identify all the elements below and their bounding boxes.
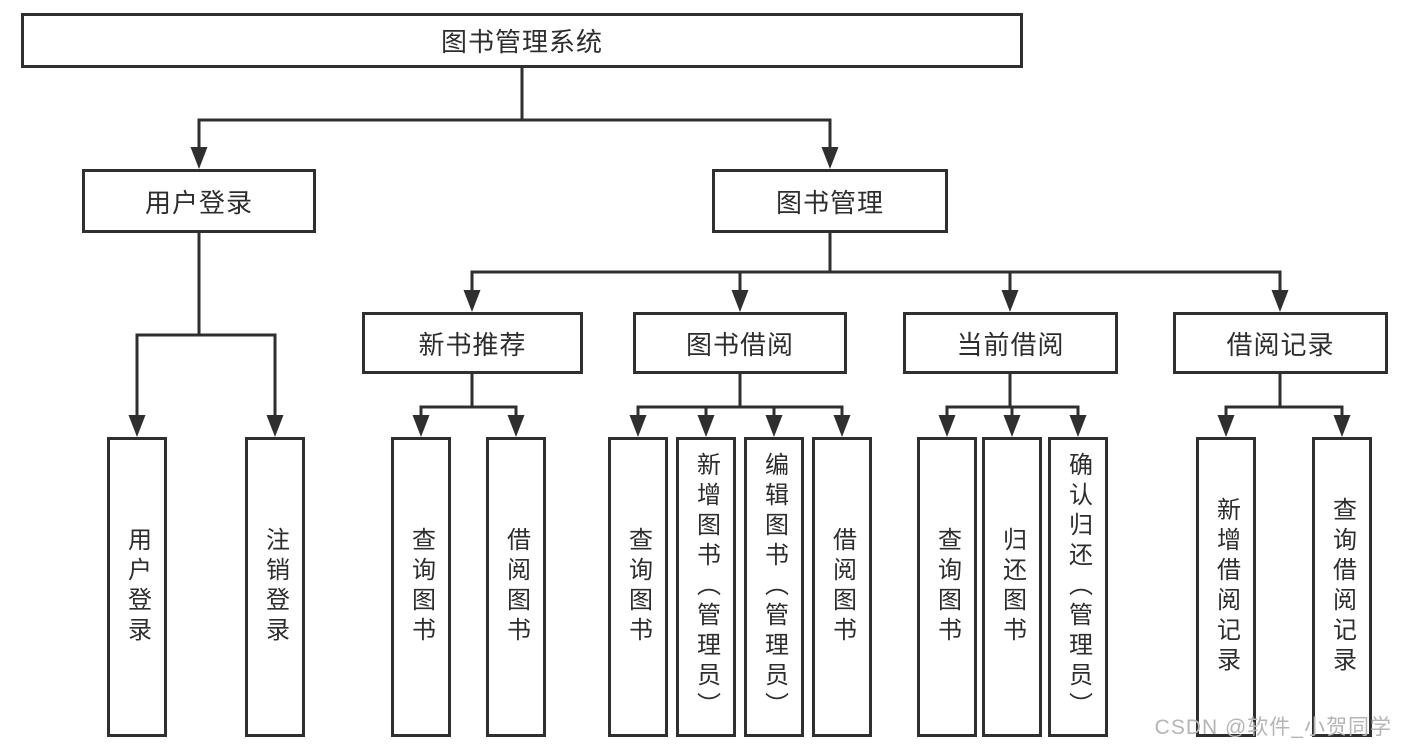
- node-records-query-record-label: 查询借阅记录: [1328, 497, 1356, 677]
- node-logout-action: 注销登录: [245, 437, 305, 737]
- node-root: 图书管理系统: [21, 13, 1023, 68]
- arrow-current-query: [938, 415, 956, 437]
- arrow-new-book-recommend: [463, 290, 481, 312]
- node-borrow-edit-books-admin: 编辑图书（管理员）: [744, 437, 804, 737]
- node-records-add-record: 新增借阅记录: [1196, 437, 1256, 737]
- node-book-management: 图书管理: [712, 169, 948, 233]
- arrow-records-query: [1333, 415, 1351, 437]
- csdn-watermark: CSDN @软件_小贺同学: [1154, 716, 1392, 739]
- node-recommend-query-books: 查询图书: [391, 437, 451, 737]
- node-root-label: 图书管理系统: [440, 27, 603, 57]
- arrow-recommend-query: [412, 415, 430, 437]
- node-new-book-recommend: 新书推荐: [362, 312, 583, 374]
- node-borrow-query-books: 查询图书: [608, 437, 668, 737]
- arrow-borrow-add: [697, 415, 715, 437]
- node-user-login: 用户登录: [82, 169, 316, 233]
- node-book-borrow: 图书借阅: [633, 312, 847, 374]
- node-user-login-label: 用户登录: [144, 187, 253, 218]
- arrow-book-borrow: [731, 290, 749, 312]
- arrow-borrow-query: [629, 415, 647, 437]
- node-current-confirm-return-admin: 确认归还（管理员）: [1048, 437, 1108, 737]
- node-current-confirm-return-admin-label: 确认归还（管理员）: [1064, 452, 1092, 722]
- node-records-query-record: 查询借阅记录: [1312, 437, 1372, 737]
- arrow-user-login: [190, 147, 208, 169]
- node-book-management-label: 图书管理: [775, 187, 884, 218]
- node-login-action-label: 用户登录: [123, 527, 151, 647]
- node-records-add-record-label: 新增借阅记录: [1212, 497, 1240, 677]
- node-borrow-query-books-label: 查询图书: [624, 527, 652, 647]
- arrow-current-borrow: [1001, 290, 1019, 312]
- node-current-borrow: 当前借阅: [903, 312, 1118, 374]
- arrow-logout: [266, 415, 284, 437]
- arrow-borrow-borrow: [833, 415, 851, 437]
- node-book-borrow-label: 图书借阅: [685, 329, 794, 360]
- arrow-borrow-edit: [765, 415, 783, 437]
- node-borrow-records-label: 借阅记录: [1226, 329, 1335, 360]
- node-recommend-borrow-books: 借阅图书: [486, 437, 546, 737]
- node-current-borrow-label: 当前借阅: [956, 329, 1065, 360]
- node-borrow-add-books-admin-label: 新增图书（管理员）: [692, 452, 720, 722]
- node-logout-action-label: 注销登录: [261, 527, 289, 647]
- arrow-recommend-borrow: [507, 415, 525, 437]
- arrow-book-management: [821, 147, 839, 169]
- arrow-records-add: [1217, 415, 1235, 437]
- node-borrow-borrow-books: 借阅图书: [812, 437, 872, 737]
- arrow-current-return: [1003, 415, 1021, 437]
- node-recommend-query-books-label: 查询图书: [407, 527, 435, 647]
- node-borrow-edit-books-admin-label: 编辑图书（管理员）: [760, 452, 788, 722]
- node-new-book-recommend-label: 新书推荐: [418, 329, 527, 360]
- arrow-borrow-records: [1271, 290, 1289, 312]
- node-borrow-records: 借阅记录: [1173, 312, 1388, 374]
- node-current-return-books-label: 归还图书: [998, 527, 1026, 647]
- node-borrow-add-books-admin: 新增图书（管理员）: [676, 437, 736, 737]
- node-current-query-books-label: 查询图书: [933, 527, 961, 647]
- arrow-login: [128, 415, 146, 437]
- node-login-action: 用户登录: [107, 437, 167, 737]
- arrow-current-confirm: [1069, 415, 1087, 437]
- node-borrow-borrow-books-label: 借阅图书: [828, 527, 856, 647]
- node-recommend-borrow-books-label: 借阅图书: [502, 527, 530, 647]
- node-current-return-books: 归还图书: [982, 437, 1042, 737]
- node-current-query-books: 查询图书: [917, 437, 977, 737]
